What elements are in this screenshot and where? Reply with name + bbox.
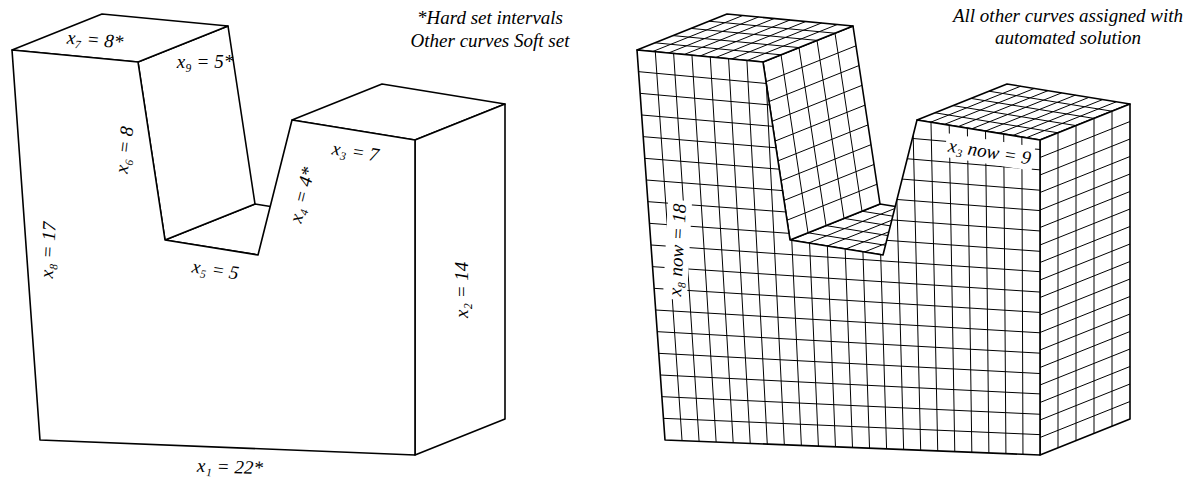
mesh-line bbox=[659, 353, 1040, 373]
block-face bbox=[415, 104, 505, 455]
front-face-fill bbox=[12, 50, 415, 455]
interval-label: x₈ = 17 bbox=[36, 221, 61, 278]
mesh-line bbox=[787, 184, 877, 220]
legend-note: *Hard set intervals bbox=[417, 7, 563, 29]
mesh-line bbox=[784, 164, 874, 200]
mesh-line bbox=[654, 288, 1040, 312]
front-face-outline bbox=[12, 50, 415, 455]
mesh-line bbox=[1094, 118, 1095, 433]
mesh-line bbox=[669, 17, 759, 53]
mesh-line bbox=[649, 223, 1040, 251]
result-note: All other curves assigned with automated… bbox=[950, 5, 1186, 49]
mesh-line bbox=[663, 418, 1040, 434]
mesh-line bbox=[781, 145, 871, 181]
mesh-line bbox=[778, 125, 868, 161]
mesh-line bbox=[648, 202, 1040, 231]
mesh-line bbox=[747, 25, 837, 61]
mesh-line bbox=[1040, 384, 1130, 420]
mesh-line bbox=[653, 16, 743, 52]
mesh-line bbox=[684, 19, 774, 55]
front-mesh bbox=[639, 52, 1040, 455]
mesh-line bbox=[1058, 133, 1059, 448]
mesh-line bbox=[971, 98, 1094, 118]
mesh-line bbox=[835, 33, 862, 211]
interval-label: x₈ now = 18 bbox=[663, 200, 692, 300]
mesh-line bbox=[989, 91, 1112, 111]
mesh-line bbox=[1040, 157, 1130, 193]
mesh-line bbox=[1040, 174, 1130, 210]
plain-block bbox=[12, 14, 505, 455]
interval-label: x₂ = 14 bbox=[451, 262, 473, 318]
mesh-line bbox=[769, 66, 859, 102]
mesh-line bbox=[1040, 297, 1130, 333]
mesh-line bbox=[700, 20, 790, 56]
mesh-line bbox=[1040, 244, 1130, 280]
mesh-line bbox=[953, 106, 1076, 126]
mesh-line bbox=[1040, 367, 1130, 403]
mesh-line bbox=[691, 28, 817, 40]
mesh-line bbox=[1040, 279, 1130, 315]
mesh-line bbox=[1040, 139, 1130, 175]
mesh-line bbox=[772, 85, 862, 121]
mesh-line bbox=[716, 22, 806, 58]
mesh-line bbox=[657, 332, 1040, 353]
mesh-line bbox=[1040, 227, 1130, 263]
mesh-line bbox=[673, 36, 799, 48]
meshed-block bbox=[637, 14, 1130, 455]
front-face-fill bbox=[637, 50, 1040, 455]
mesh-line bbox=[1040, 192, 1130, 228]
mesh-line bbox=[1040, 402, 1130, 438]
mesh-line bbox=[660, 375, 1040, 394]
mesh-line bbox=[645, 158, 1040, 190]
mesh-line bbox=[662, 397, 1040, 415]
mesh-line bbox=[709, 21, 835, 33]
mesh-line bbox=[639, 72, 1040, 109]
block-face bbox=[1040, 104, 1130, 455]
mesh-line bbox=[1112, 111, 1113, 426]
mesh-line bbox=[1040, 122, 1130, 158]
mesh-line bbox=[775, 105, 865, 141]
front-face-outline bbox=[637, 50, 1040, 455]
mesh-line bbox=[1040, 332, 1130, 368]
mesh-line bbox=[1076, 126, 1077, 441]
interval-label: x₁ = 22* bbox=[197, 455, 264, 479]
mesh-line bbox=[732, 23, 822, 59]
mesh-line bbox=[656, 310, 1040, 333]
mesh-line bbox=[1040, 349, 1130, 385]
mesh-line bbox=[653, 267, 1040, 292]
mesh-line bbox=[1040, 209, 1130, 245]
mesh-line bbox=[1040, 314, 1130, 350]
interval-label: x₉ = 5* bbox=[177, 51, 233, 73]
mesh-line bbox=[640, 93, 1040, 129]
mesh-line bbox=[1040, 262, 1130, 298]
legend-note: Other curves Soft set bbox=[411, 30, 570, 52]
